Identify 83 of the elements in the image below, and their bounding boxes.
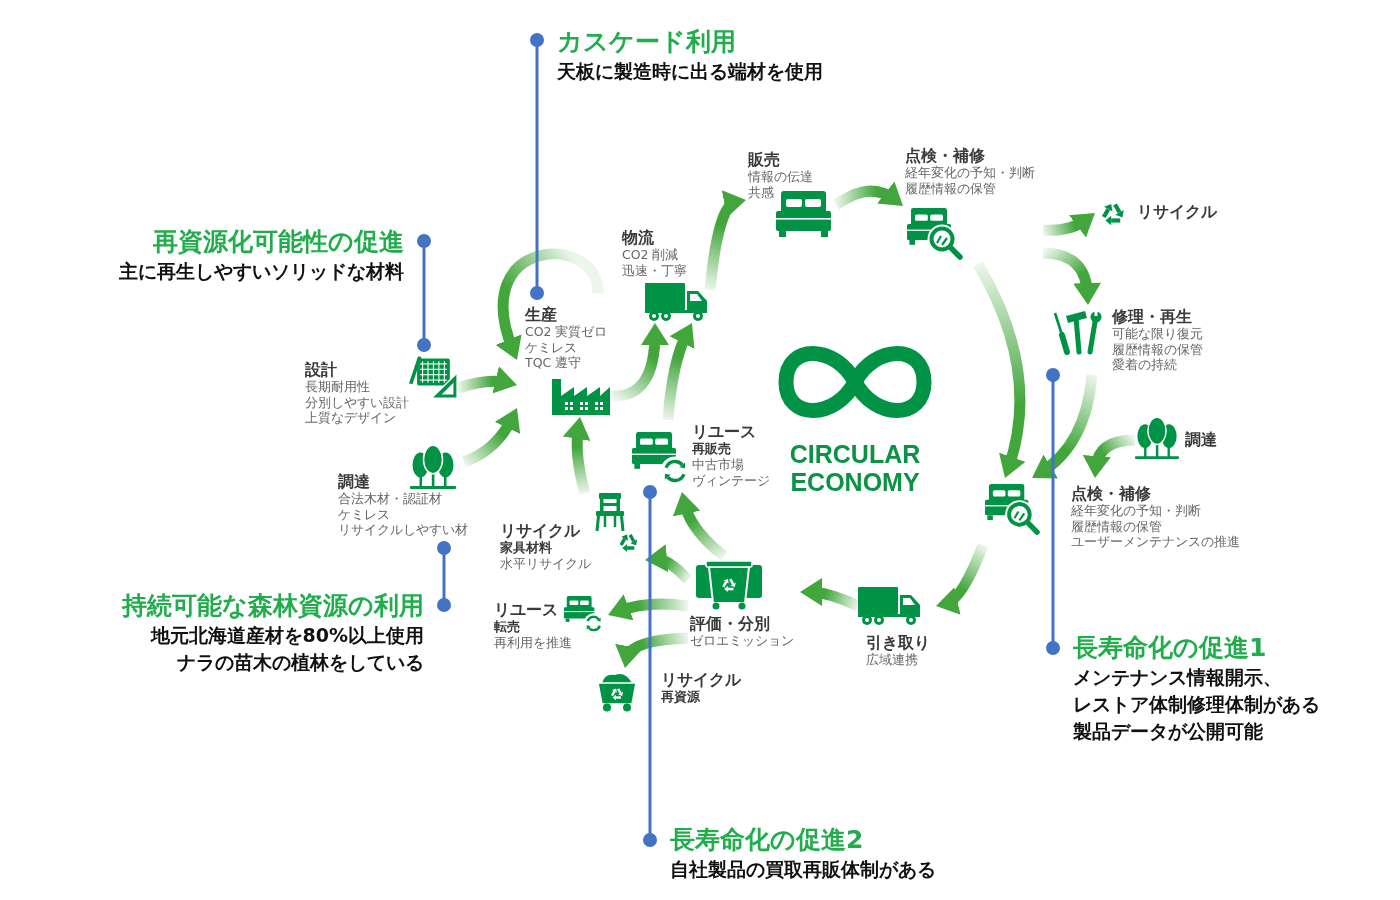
stage-note: 長期耐用性 xyxy=(305,379,370,395)
center-label: CIRCULAR ECONOMY xyxy=(788,440,922,496)
leader-line xyxy=(417,234,431,352)
stage-note: 合法木材・認証材 xyxy=(338,491,442,507)
callout-text: 製品データが公開可能 xyxy=(1073,719,1263,744)
callout-text: 主に再生しやすいソリッドな材料 xyxy=(119,259,404,284)
stage-title: 調達 xyxy=(1185,430,1217,449)
stage-note: 共感 xyxy=(748,184,774,200)
flow-arrow xyxy=(1042,247,1101,305)
flow-arrow xyxy=(496,248,604,361)
callout-text: レストア体制修理体制がある xyxy=(1073,692,1320,717)
flow-arrow xyxy=(673,492,728,561)
flow-arrow xyxy=(607,594,689,621)
stage-note: 履歴情報の保管 xyxy=(1071,518,1162,534)
stage-note: 情報の伝達 xyxy=(748,169,813,185)
flow-arrow xyxy=(1042,213,1096,238)
stage-note: リサイクルしやすい材 xyxy=(338,522,468,538)
callout-title: 長寿命化の促進1 xyxy=(1073,632,1267,664)
flow-arrow xyxy=(832,181,904,210)
stage-title: リサイクル xyxy=(1137,202,1217,221)
stage-title: リサイクル xyxy=(661,670,741,689)
stage-note: ケミレス xyxy=(338,506,390,522)
flow-arrow xyxy=(461,408,520,468)
stage-note: CO2 削減 xyxy=(622,247,679,263)
stage-note: TQC 遵守 xyxy=(525,355,582,371)
stage-note: 迅速・丁寧 xyxy=(622,262,687,278)
stage-note: 上質なデザイン xyxy=(305,410,396,426)
stage-note: 水平リサイクル xyxy=(500,556,591,572)
flow-arrow xyxy=(704,192,746,291)
stage-note: 広域連携 xyxy=(866,652,918,668)
callout-text: メンテナンス情報開示、 xyxy=(1073,665,1282,690)
stage-note: 経年変化の予知・判断 xyxy=(905,165,1035,181)
flow-arrow xyxy=(563,416,591,495)
flow-arrow xyxy=(936,542,989,613)
stage-title: 評価・分別 xyxy=(690,614,770,633)
stage-note: 愛着の持続 xyxy=(1112,357,1177,373)
callout-title: 長寿命化の促進2 xyxy=(670,824,864,856)
flow-arrow xyxy=(644,545,692,584)
stage-note: 可能な限り復元 xyxy=(1112,326,1203,342)
stage-title: リサイクル xyxy=(500,521,580,540)
leader-line xyxy=(437,541,451,612)
flow-arrow xyxy=(1032,374,1098,479)
stage-note: ユーザーメンテナンスの推進 xyxy=(1071,534,1240,550)
stage-title: 設計 xyxy=(305,360,337,379)
stage-title: 引き取り xyxy=(866,633,930,652)
stage-title: リユース xyxy=(494,600,558,619)
flow-arrow xyxy=(1083,434,1136,478)
stage-note: CO2 実質ゼロ xyxy=(525,324,608,340)
callout-title: 持続可能な森林資源の利用 xyxy=(122,590,424,622)
callout-text: 自社製品の買取再販体制がある xyxy=(670,857,936,882)
leader-line xyxy=(1046,368,1060,655)
stage-title: リユース xyxy=(692,422,756,441)
stage-title: 物流 xyxy=(622,228,654,247)
stage-note: ケミレス xyxy=(525,339,577,355)
callout-title: 再資源化可能性の促進 xyxy=(153,226,404,258)
stage-note: ヴィンテージ xyxy=(692,472,770,488)
stage-title: 調達 xyxy=(338,472,370,491)
stage-note: 分別しやすい設計 xyxy=(305,394,409,410)
leader-line xyxy=(643,485,657,847)
callout-text: ナラの苗木の植林をしている xyxy=(177,650,424,675)
stage-title: 修理・再生 xyxy=(1112,307,1192,326)
stage-title: 販売 xyxy=(748,150,780,169)
flow-arrow xyxy=(456,366,518,394)
flow-arrow xyxy=(973,261,1026,479)
callout-text: 地元北海道産材を80%以上使用 xyxy=(150,623,424,648)
stage-note: 経年変化の予知・判断 xyxy=(1071,503,1201,519)
stage-title: 点検・補修 xyxy=(905,146,985,165)
stage-subtitle: 転売 xyxy=(494,619,520,635)
stage-note: 再利用を推進 xyxy=(494,635,572,651)
callout-title: カスケード利用 xyxy=(557,26,736,58)
stage-subtitle: 家具材料 xyxy=(500,540,552,556)
leader-line xyxy=(530,33,544,300)
stage-subtitle: 再資源 xyxy=(661,689,700,705)
stage-title: 点検・補修 xyxy=(1071,484,1151,503)
flow-arrow xyxy=(617,632,689,668)
flow-arrow xyxy=(662,322,695,421)
stage-note: 中古市場 xyxy=(692,457,744,473)
stage-note: 履歴情報の保管 xyxy=(1112,341,1203,357)
stage-note: ゼロエミッション xyxy=(690,633,794,649)
callout-text: 天板に製造時に出る端材を使用 xyxy=(557,59,823,84)
stage-title: 生産 xyxy=(525,305,557,324)
stage-note: 履歴情報の保管 xyxy=(905,180,996,196)
stage-subtitle: 再販売 xyxy=(692,441,731,457)
